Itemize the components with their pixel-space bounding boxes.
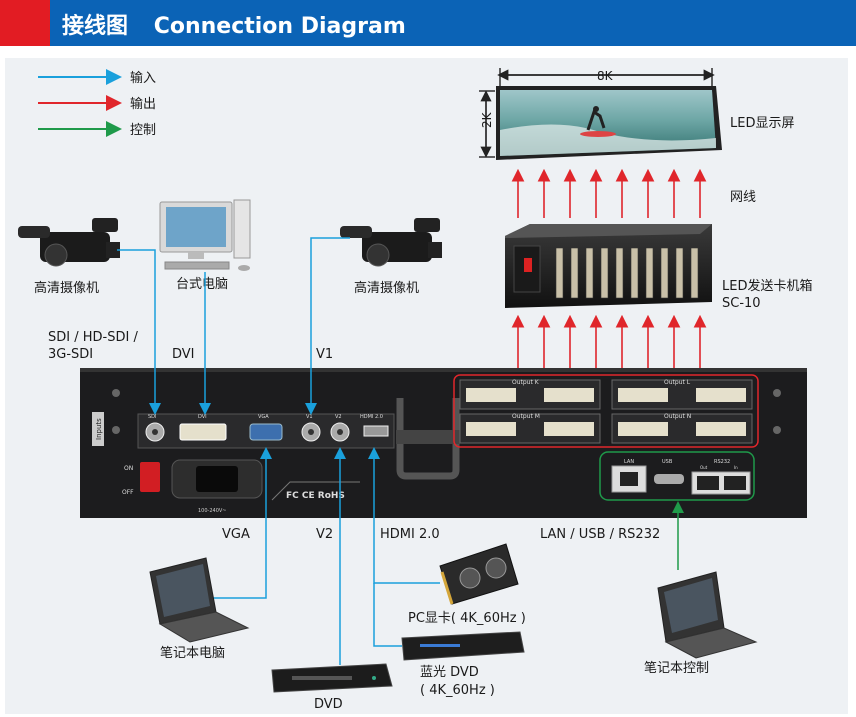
laptop-control: 笔记本控制 (644, 571, 758, 676)
header-blue-band (44, 0, 856, 46)
camera-right: 高清摄像机 (340, 218, 442, 296)
bluray-label-2: ( 4K_60Hz ) (420, 683, 495, 698)
vga-label: VGA (222, 527, 250, 542)
gpu-card: PC显卡( 4K_60Hz ) (408, 543, 526, 626)
page-title: 接线图 Connection Diagram (62, 8, 406, 40)
video-processor: Inputs SDI DVI VGA V1 V2 HDMI 2.0 ON OFF (80, 368, 807, 518)
v2-label: V2 (316, 527, 333, 542)
port-vga-label: VGA (258, 414, 269, 420)
power-rating: 100-240V~ (198, 508, 227, 514)
laptop-left: 笔记本电脑 (149, 557, 250, 661)
port-lan-label: LAN (624, 459, 634, 465)
desktop-label: 台式电脑 (176, 277, 228, 292)
sender-box-label-2: SC-10 (722, 296, 761, 311)
screen-width-label: 8K (597, 69, 614, 83)
outputs-group (453, 374, 759, 448)
dvi-label: DVI (172, 347, 195, 362)
port-hdmi-label: HDMI 2.0 (360, 414, 383, 420)
sender-box-label-1: LED发送卡机箱 (722, 278, 812, 294)
output-arrows (511, 314, 707, 370)
dvd-label: DVD (314, 697, 343, 712)
laptop-control-label: 笔记本控制 (644, 660, 709, 676)
output-k-label: Output K (512, 379, 540, 386)
port-usb-label: USB (662, 459, 673, 465)
dvd-player: DVD (271, 663, 393, 712)
v1-label: V1 (316, 347, 333, 362)
port-v2-label: V2 (335, 414, 342, 420)
output-l-label: Output L (664, 379, 691, 386)
header-bar: 接线图 Connection Diagram (0, 0, 856, 46)
output-n-label: Output N (664, 413, 691, 420)
legend-control-label: 控制 (130, 123, 156, 138)
laptop-left-label: 笔记本电脑 (160, 645, 225, 661)
control-label: LAN / USB / RS232 (540, 527, 660, 542)
cert-marks: FC CE RoHS (286, 491, 345, 501)
title-en: Connection Diagram (153, 14, 406, 39)
camera-right-label: 高清摄像机 (354, 280, 419, 296)
switch-off-label: OFF (122, 489, 134, 496)
sdi-label-1: SDI / HD-SDI / (48, 330, 138, 345)
port-sdi-label: SDI (148, 414, 157, 420)
output-m-label: Output M (512, 413, 540, 420)
bluray-player: 蓝光 DVD ( 4K_60Hz ) (401, 631, 525, 698)
bluray-label-1: 蓝光 DVD (420, 665, 479, 680)
sdi-label-2: 3G-SDI (48, 347, 93, 362)
rs-in-label: In (734, 465, 738, 470)
camera-left-label: 高清摄像机 (34, 280, 99, 296)
gpu-label: PC显卡( 4K_60Hz ) (408, 611, 526, 626)
title-cn: 接线图 (62, 14, 129, 39)
header-red-accent (0, 0, 50, 46)
screen-height-label: 2K (480, 111, 494, 128)
control-ports-group (599, 451, 755, 501)
inputs-tag: Inputs (95, 418, 103, 440)
sending-card-box: LED发送卡机箱 SC-10 (505, 224, 812, 311)
port-v1-label: V1 (306, 414, 313, 420)
camera-left: 高清摄像机 (18, 218, 120, 296)
desktop-pc: 台式电脑 (159, 199, 251, 292)
legend: 输入 输出 控制 (38, 69, 156, 138)
network-cable-label: 网线 (730, 190, 756, 205)
screen-label: LED显示屏 (730, 116, 794, 131)
input-cables (117, 237, 440, 665)
switch-on-label: ON (124, 465, 133, 472)
legend-input-label: 输入 (130, 70, 156, 86)
led-screen: 8K 2K LED显示屏 (479, 68, 794, 160)
port-dvi-label: DVI (198, 414, 207, 420)
port-rs232-label: RS232 (714, 459, 730, 465)
rs-out-label: Out (700, 465, 708, 470)
hdmi-label: HDMI 2.0 (380, 527, 440, 542)
network-cable-arrows: 网线 (511, 168, 756, 218)
legend-output-label: 输出 (130, 96, 156, 112)
